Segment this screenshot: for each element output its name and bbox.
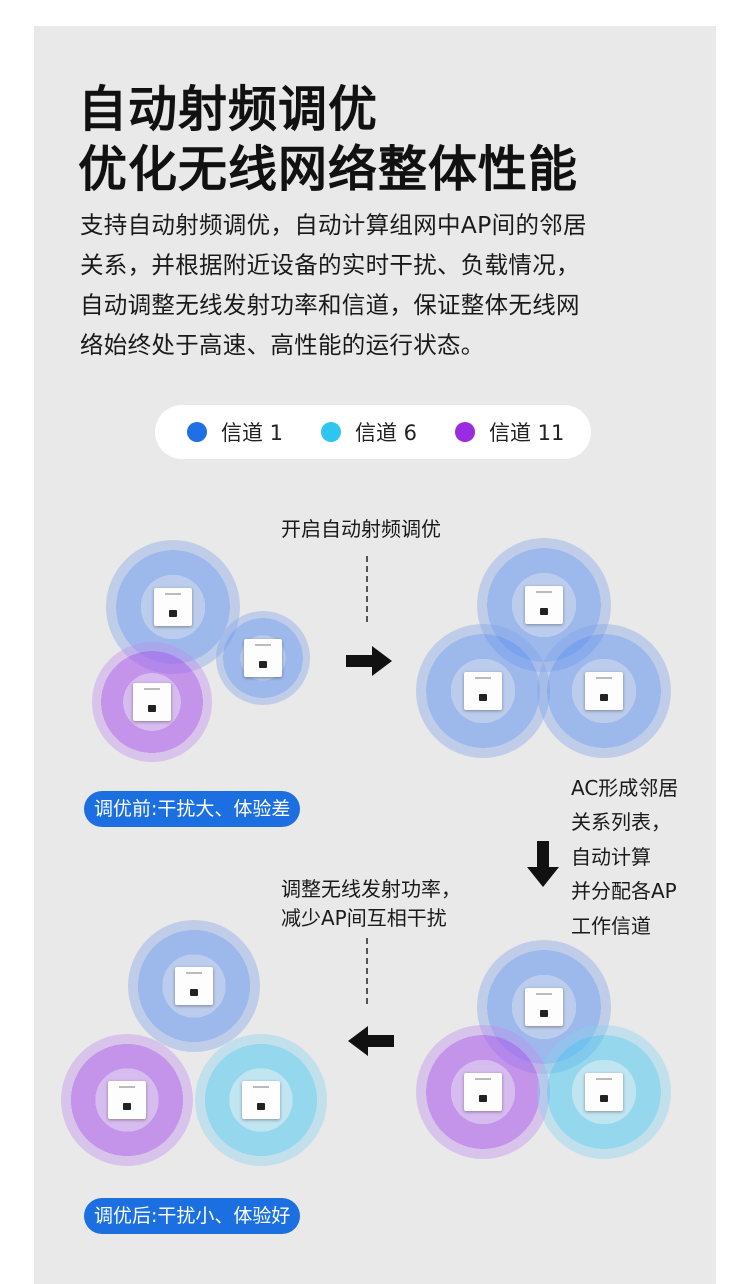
- ap-panel-icon: [464, 1073, 502, 1111]
- legend-item-channel-11: 信道 11: [455, 405, 564, 459]
- channel-1-dot-icon: [187, 422, 207, 442]
- badge-after-tuning: 调优后:干扰小、体验好: [84, 1198, 301, 1234]
- step-neighbor-list-line-3: 自动计算: [571, 845, 651, 869]
- legend-label: 信道 1: [221, 421, 284, 445]
- legend-label: 信道 11: [489, 421, 565, 445]
- arrow-left-icon: [348, 1026, 394, 1056]
- step-neighbor-list-line-4: 并分配各AP: [571, 879, 677, 903]
- ap-device-channel-1: [416, 624, 550, 758]
- divider-dashed-line: [366, 556, 368, 622]
- step-adjust-power-line-1: 调整无线发射功率，: [281, 877, 461, 901]
- ap-device-channel-11: [92, 642, 212, 762]
- ap-panel-icon: [133, 683, 171, 721]
- divider-dashed-line: [366, 938, 368, 1004]
- ap-panel-icon: [585, 1073, 623, 1111]
- arrow-down-icon: [527, 841, 559, 887]
- ap-panel-icon: [175, 967, 213, 1005]
- step-neighbor-list-line-2: 关系列表，: [571, 810, 671, 834]
- legend-item-channel-6: 信道 6: [321, 405, 417, 459]
- channel-legend: 信道 1 信道 6 信道 11: [155, 405, 591, 459]
- ap-panel-icon: [585, 672, 623, 710]
- legend-item-channel-1: 信道 1: [187, 405, 283, 459]
- channel-6-dot-icon: [321, 422, 341, 442]
- ap-device-channel-6: [195, 1034, 327, 1166]
- channel-11-dot-icon: [455, 422, 475, 442]
- ap-device-channel-6: [537, 1025, 671, 1159]
- ap-panel-icon: [244, 639, 282, 677]
- step-enable-rf-tuning: 开启自动射频调优: [281, 517, 441, 541]
- ap-device-channel-11: [416, 1025, 550, 1159]
- ap-device-channel-1: [216, 611, 310, 705]
- page-title-line-1: 自动射频调优: [78, 81, 379, 138]
- ap-panel-icon: [464, 672, 502, 710]
- step-neighbor-list-line-5: 工作信道: [571, 914, 651, 938]
- ap-panel-icon: [525, 586, 563, 624]
- ap-panel-icon: [242, 1081, 280, 1119]
- description-line-2: 关系，并根据附近设备的实时干扰、负载情况，: [80, 251, 580, 279]
- description-line-4: 络始终处于高速、高性能的运行状态。: [80, 331, 485, 359]
- description-line-1: 支持自动射频调优，自动计算组网中AP间的邻居: [80, 211, 587, 239]
- ap-device-channel-1: [537, 624, 671, 758]
- page-title-line-2: 优化无线网络整体性能: [78, 141, 579, 198]
- legend-label: 信道 6: [355, 421, 418, 445]
- description-line-3: 自动调整无线发射功率和信道，保证整体无线网: [80, 291, 580, 319]
- ap-device-channel-1: [128, 920, 260, 1052]
- ap-panel-icon: [525, 988, 563, 1026]
- ap-panel-icon: [154, 588, 192, 626]
- ap-device-channel-11: [61, 1034, 193, 1166]
- arrow-right-icon: [346, 646, 392, 676]
- step-neighbor-list-line-1: AC形成邻居: [571, 776, 679, 800]
- ap-panel-icon: [108, 1081, 146, 1119]
- badge-before-tuning: 调优前:干扰大、体验差: [84, 791, 301, 827]
- step-adjust-power-line-2: 减少AP间互相干扰: [281, 906, 447, 930]
